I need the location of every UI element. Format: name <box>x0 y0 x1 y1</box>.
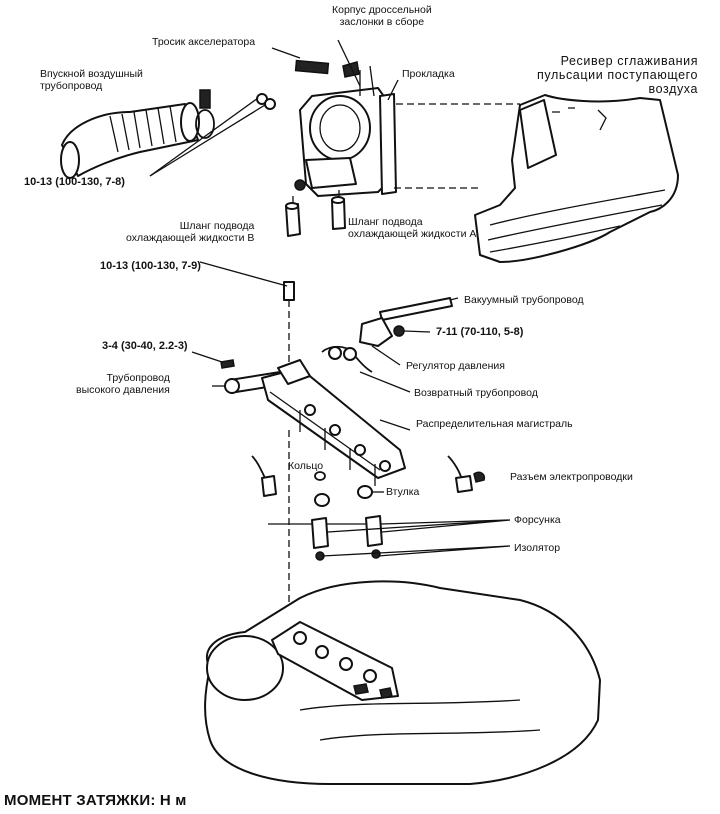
label-fuel-rail: Распределительная магистраль <box>416 418 573 430</box>
label-return-line: Возвратный трубопровод <box>414 387 538 399</box>
hose-clamp <box>195 89 276 139</box>
return-line <box>321 345 411 393</box>
label-coolant-hose-b: Шланг подвода охлаждающей жидкости В <box>126 220 255 244</box>
small-bolt <box>191 351 235 369</box>
wiring-connector-right <box>447 455 486 493</box>
label-torque-mid: 10-13 (100-130, 7-9) <box>100 260 201 272</box>
label-coolant-hose-a: Шланг подвода охлаждающей жидкости А <box>348 216 477 240</box>
label-connector: Разъем электропроводки <box>510 471 633 483</box>
gasket <box>379 79 399 195</box>
label-pressure-regulator: Регулятор давления <box>406 360 505 372</box>
fuel-rail <box>261 359 411 486</box>
bushing <box>357 485 384 499</box>
label-surge-tank: Ресивер сглаживания пульсации поступающе… <box>537 54 699 96</box>
label-torque-top: 10-13 (100-130, 7-8) <box>24 176 125 188</box>
throttle-body <box>294 39 391 197</box>
intake-port-gasket <box>271 621 399 701</box>
label-vacuum-line: Вакуумный трубопровод <box>464 294 584 306</box>
injector-left <box>311 517 329 561</box>
label-injector: Форсунка <box>514 514 561 526</box>
accelerator-cable <box>271 47 360 78</box>
vacuum-line <box>379 297 459 321</box>
label-insulator: Изолятор <box>514 542 561 554</box>
label-bushing: Втулка <box>386 486 420 498</box>
intake-air-duct <box>60 102 200 179</box>
label-intake-duct: Впускной воздушный трубопровод <box>40 68 143 92</box>
torque-units-note: МОМЕНТ ЗАТЯЖКИ: Н м <box>4 792 187 809</box>
label-torque-regulator: 7-11 (70-110, 5-8) <box>436 326 524 338</box>
label-throttle-body: Корпус дроссельной заслонки в сборе <box>332 4 432 28</box>
label-gasket: Прокладка <box>402 68 455 80</box>
label-high-pressure-line: Трубопровод высокого давления <box>76 372 170 396</box>
coolant-hose-a <box>331 190 346 230</box>
surge-tank <box>474 94 679 263</box>
coolant-hose-b <box>285 196 301 237</box>
engine-cylinder-head <box>204 580 601 785</box>
label-accelerator-cable: Тросик акселератора <box>152 36 256 48</box>
pressure-regulator <box>359 317 431 366</box>
label-ring: Кольцо <box>288 460 324 472</box>
mounting-bolt <box>199 261 295 301</box>
injector-right <box>365 515 383 559</box>
label-torque-left: 3-4 (30-40, 2.2-3) <box>102 340 188 352</box>
o-ring <box>314 471 330 507</box>
wiring-connector-left <box>251 455 277 497</box>
